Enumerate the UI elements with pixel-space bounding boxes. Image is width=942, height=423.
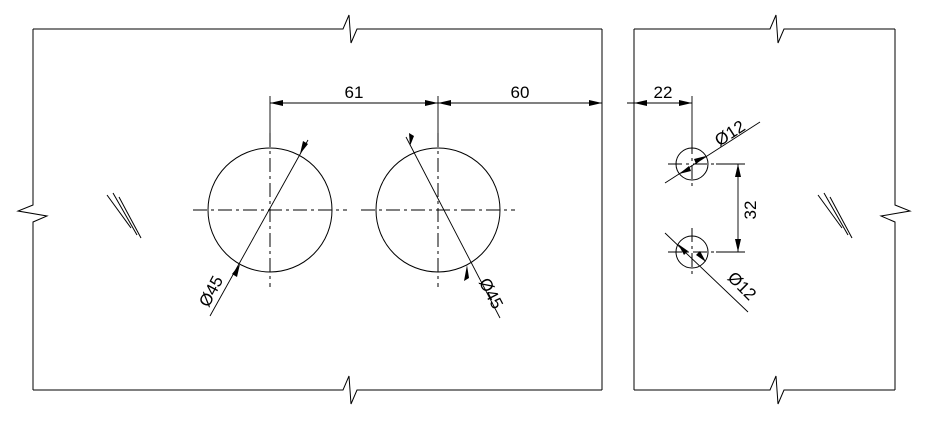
right-panel-top-edge [634,14,895,44]
right-panel-bottom-edge [634,375,895,405]
dim-label-dia12-bottom: Ø12 [724,268,760,304]
dim-label-dia45-left: Ø45 [195,273,227,310]
dim-label-dia45-right: Ø45 [475,275,507,312]
diameter-leader-left-large [209,139,309,317]
right-panel-right-edge [879,29,912,390]
dim-label-32: 32 [741,201,760,220]
left-panel-bottom-edge [33,375,602,405]
center-lines-large [193,133,515,287]
dim-label-22: 22 [654,83,673,102]
dimension-line-32 [716,163,745,253]
dimension-line-top [269,96,602,133]
dim-label-dia12-top: Ø12 [711,117,748,150]
left-hatch-marks [106,192,142,239]
dimension-line-22 [627,96,693,140]
right-hatch-marks [817,192,853,239]
diameter-leader-right-large [405,133,501,319]
diameter-leader-top-small [664,121,761,184]
center-lines-small [668,140,716,276]
dim-label-61: 61 [345,83,364,102]
diameter-leader-bottom-small [664,232,749,313]
left-panel-left-edge [16,29,49,390]
left-panel-top-edge [33,14,602,44]
dim-label-60: 60 [511,83,530,102]
